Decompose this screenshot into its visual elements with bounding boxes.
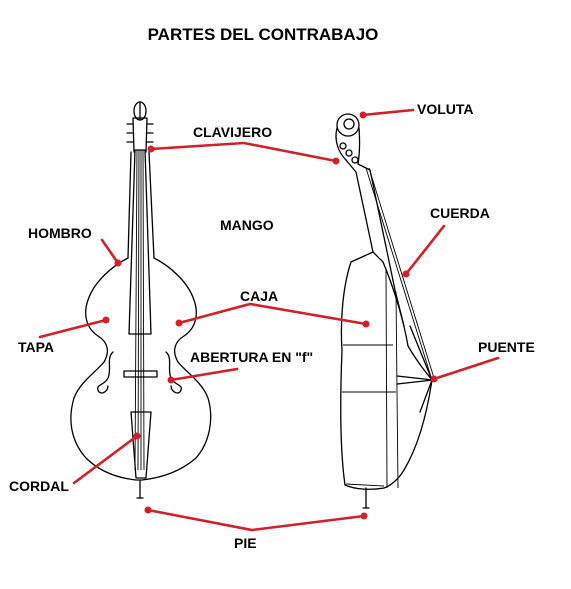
leader-cordal: [72, 434, 139, 485]
side-bridge: [396, 375, 434, 385]
side-scroll: [336, 113, 360, 137]
leader-tapa: [38, 318, 108, 339]
side-body-back: [340, 251, 385, 490]
front-f-hole-left: [97, 351, 114, 394]
label-clavijero: CLAVIJERO: [193, 124, 272, 140]
label-cuerda: CUERDA: [430, 205, 490, 221]
label-caja: CAJA: [240, 288, 278, 304]
leader-cuerda: [404, 224, 446, 276]
front-tailpiece: [130, 411, 152, 479]
leader-puente: [432, 356, 500, 381]
leader-clavijero: [149, 141, 338, 163]
label-pie: PIE: [234, 535, 257, 551]
side-ribs: [342, 269, 399, 489]
leader-hombro: [100, 238, 120, 265]
label-hombro: HOMBRO: [28, 225, 92, 241]
bass-side-view: [335, 113, 435, 509]
side-neck: [345, 159, 405, 327]
front-fingerboard: [128, 149, 152, 335]
leader-caja: [177, 302, 368, 326]
side-body-front: [382, 261, 433, 489]
front-body-outline: [70, 257, 212, 481]
leader-voluta: [361, 108, 415, 117]
label-tapa: TAPA: [18, 339, 54, 355]
front-bridge: [123, 370, 158, 378]
label-cordal: CORDAL: [9, 478, 69, 494]
label-abertura: ABERTURA EN "f": [190, 349, 313, 365]
label-puente: PUENTE: [478, 339, 535, 355]
front-pegs: [126, 123, 154, 143]
front-neck: [127, 151, 155, 259]
front-pegbox: [132, 117, 148, 153]
leader-abertura: [169, 367, 239, 382]
bass-front-view: [70, 101, 212, 499]
side-endpin: [362, 487, 370, 509]
leader-pie: [146, 508, 366, 532]
side-strings: [365, 167, 435, 381]
diagram-title: PARTES DEL CONTRABAJO: [148, 25, 379, 44]
front-f-hole-right: [165, 351, 182, 394]
part-labels: VOLUTA CLAVIJERO CUERDA HOMBRO MANGO CAJ…: [9, 101, 535, 551]
leader-lines: [38, 108, 500, 532]
label-mango: MANGO: [220, 217, 274, 233]
front-strings: [134, 149, 145, 471]
label-voluta: VOLUTA: [417, 101, 474, 117]
